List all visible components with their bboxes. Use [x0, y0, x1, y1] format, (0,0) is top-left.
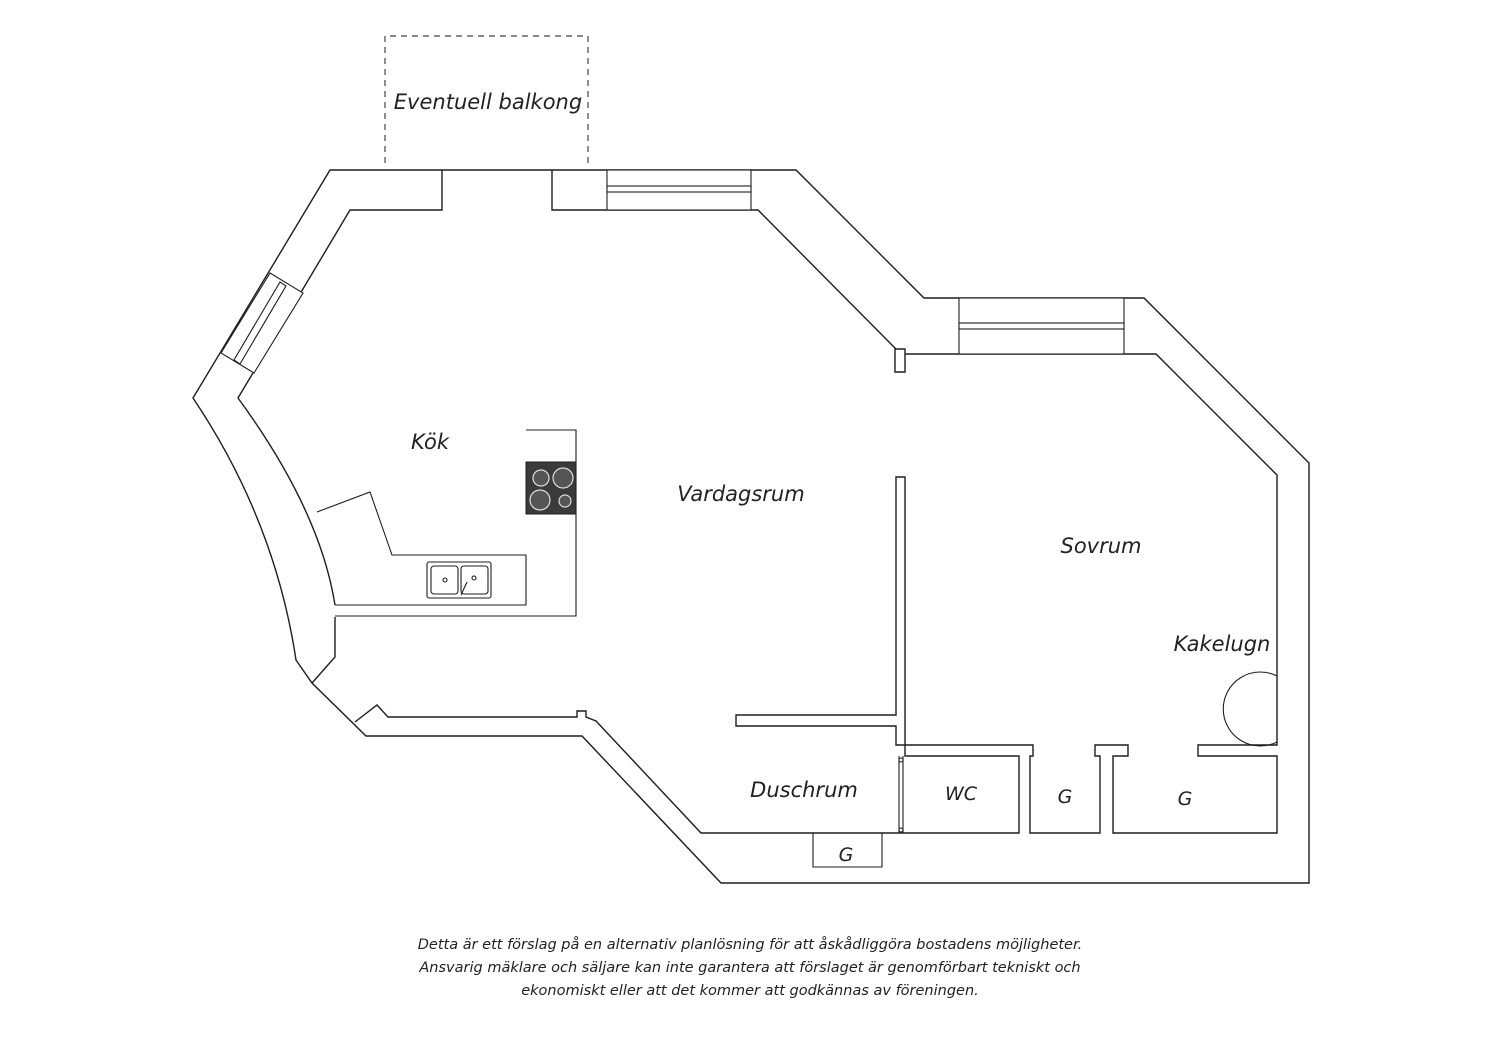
room-label-living: Vardagsrum: [677, 482, 804, 506]
shower-partition: [898, 756, 904, 833]
room-label-balcony: Eventuell balkong: [394, 90, 582, 114]
kitchen-counter: [316, 429, 577, 617]
room-label-wc: WC: [945, 783, 978, 805]
disclaimer-line-3: ekonomiskt eller att det kommer att godk…: [521, 983, 979, 999]
sink-icon: [426, 561, 492, 599]
disclaimer-line-2: Ansvarig mäklare och säljare kan inte ga…: [419, 960, 1081, 976]
kakelugn-icon: [1222, 671, 1278, 747]
room-label-closet-2: G: [1178, 788, 1193, 810]
window-top: [606, 169, 752, 211]
room-label-kitchen: Kök: [411, 430, 450, 454]
room-label-bedroom: Sovrum: [1060, 534, 1141, 558]
room-label-shower: Duschrum: [750, 778, 858, 802]
disclaimer-line-1: Detta är ett förslag på en alternativ pl…: [417, 937, 1083, 953]
door-hinge-top: [898, 757, 904, 763]
stove-icon: [525, 461, 577, 515]
window-right: [958, 297, 1125, 355]
inner-wall-living: [237, 170, 1278, 834]
window-left: [220, 272, 304, 374]
outer-wall: [192, 169, 1310, 884]
room-label-closet-1: G: [1058, 786, 1073, 808]
room-label-closet-3: G: [839, 844, 854, 866]
door-hinge-bottom: [898, 827, 904, 833]
room-label-kakelugn: Kakelugn: [1174, 632, 1271, 656]
disclaimer-text: Detta är ett förslag på en alternativ pl…: [300, 934, 1200, 1003]
closet-g-bottom: [812, 833, 883, 868]
